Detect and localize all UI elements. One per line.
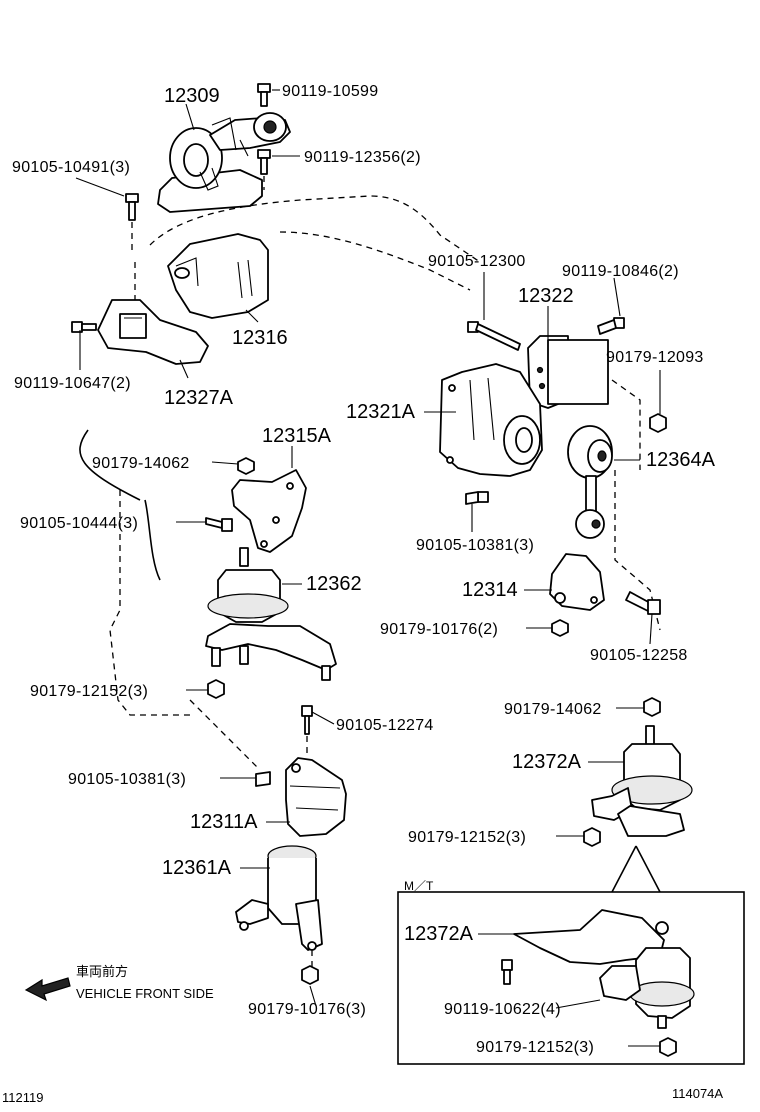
rod-12364A-drawing [567,425,613,539]
nut-90179-14062-a-drawing [237,457,255,475]
bolt-90105-10381-b-drawing [255,771,271,787]
label-12372A-b: 12372A [404,923,474,945]
label-12322: 12322 [518,285,574,307]
bolt-90119-10622-drawing [501,959,513,985]
engine-outline [79,195,661,771]
nut-90179-12152-c-drawing [659,1037,677,1057]
label-12372A-a: 12372A [512,751,582,773]
bracket-12311A-drawing [285,757,347,837]
code-left: 112119 [2,1090,43,1105]
label-12311A: 12311A [190,811,258,833]
label-90119-10599: 90119-10599 [282,83,378,100]
bolt-90119-12356-drawing [257,149,271,190]
bolt-90119-10846-drawing [597,317,625,335]
leader-lines [75,89,661,1047]
label-12314: 12314 [462,579,518,601]
label-12362: 12362 [306,573,362,595]
bolt-90105-12274-drawing [301,705,313,756]
mount-12372A-drawing [591,697,693,837]
label-90179-12152-a: 90179-12152(3) [30,683,148,700]
mount-12372A-mt-drawing [513,909,695,1029]
bolt-90105-12300-drawing [467,321,521,351]
label-90119-10647: 90119-10647(2) [14,375,131,392]
bracket-12321A-drawing [439,363,543,477]
label-90105-10491: 90105-10491(3) [12,159,130,176]
nut-90179-12093-drawing [649,413,667,433]
bolt-90105-10491-drawing [125,193,139,250]
mount-12362-drawing [205,547,337,681]
label-90119-10846: 90119-10846(2) [562,263,679,280]
label-12364A: 12364A [646,449,716,471]
nut-90179-10176-a-drawing [551,619,569,637]
nut-90179-12152-a-drawing [207,679,225,699]
label-90179-10176-b: 90179-10176(3) [248,1001,366,1018]
label-90119-12356: 90119-12356(2) [304,149,421,166]
label-90105-10444: 90105-10444(3) [20,515,138,532]
mount-12361A-drawing [235,845,323,968]
bolt-90105-12258-drawing [625,591,661,615]
label-90179-14062-a: 90179-14062 [92,455,190,472]
mt-inset [397,845,745,1065]
label-mt-inset: M／T [404,879,434,893]
plate-12322-drawing [527,335,609,409]
bracket-12315A-drawing [231,469,307,553]
label-12315A: 12315A [262,425,332,447]
label-90179-12152-c: 90179-12152(3) [476,1039,594,1056]
code-right: 114074A [672,1086,723,1101]
label-12361A: 12361A [162,857,232,879]
bolt-90119-10647-drawing [71,321,97,333]
label-90119-10622: 90119-10622(4) [444,1001,561,1018]
label-90105-12258: 90105-12258 [590,647,688,664]
nut-90179-10176-b-drawing [301,965,319,985]
mount-12309-drawing [157,112,291,213]
label-90105-12274: 90105-12274 [336,717,434,734]
front-note-jp: 車両前方 [76,964,128,979]
label-90179-10176-a: 90179-10176(2) [380,621,498,638]
nut-90179-12152-b-drawing [583,827,601,847]
vehicle-front-arrow-icon [24,977,71,1002]
bracket-12314-drawing [549,553,605,611]
label-12316: 12316 [232,327,288,349]
label-12327A: 12327A [164,387,234,409]
bracket-12316-drawing [167,233,269,319]
label-12321A: 12321A [346,401,416,423]
front-note-en: VEHICLE FRONT SIDE [76,986,214,1001]
bolt-90105-10381-a-drawing [465,491,489,505]
label-90179-12093: 90179-12093 [606,349,704,366]
label-90179-12152-b: 90179-12152(3) [408,829,526,846]
label-90179-14062-b: 90179-14062 [504,701,602,718]
label-90105-12300: 90105-12300 [428,253,526,270]
bolt-90119-10599-drawing [257,83,271,107]
label-90105-10381-a: 90105-10381(3) [416,537,534,554]
bracket-12327A-drawing [97,299,209,365]
bolt-90105-10444-drawing [205,517,233,532]
label-90105-10381-b: 90105-10381(3) [68,771,186,788]
label-12309: 12309 [164,85,220,107]
